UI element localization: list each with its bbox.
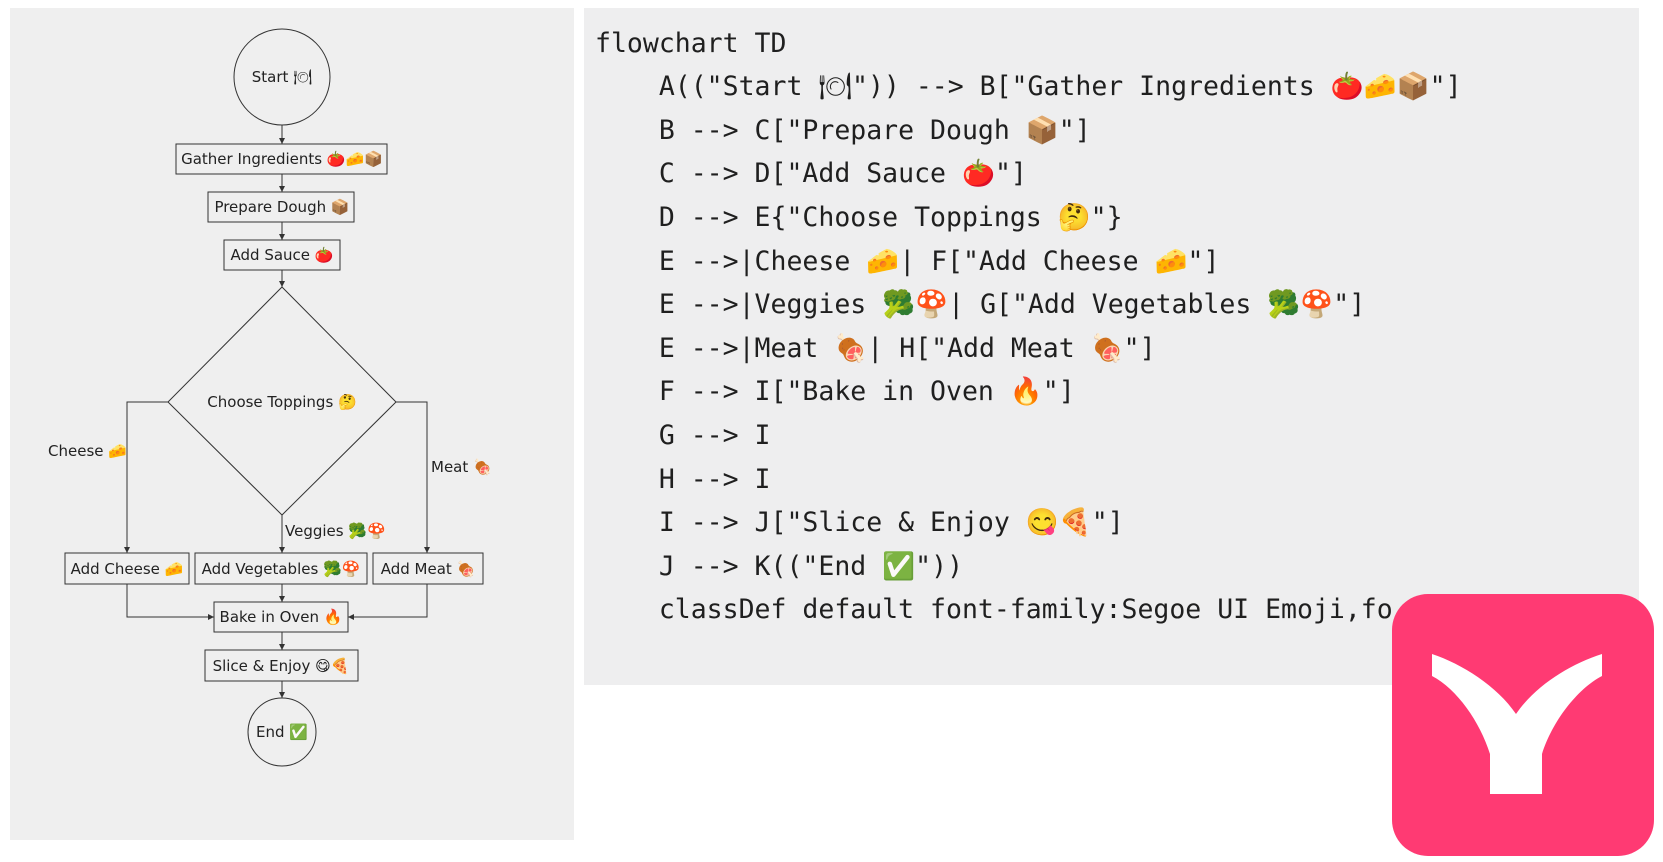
node-sauce-label: Add Sauce 🍅 — [231, 246, 334, 264]
node-bake-label: Bake in Oven 🔥 — [220, 608, 343, 626]
code-line: flowchart TD — [595, 28, 787, 59]
edge-label-cheese: Cheese 🧀 — [48, 442, 127, 460]
node-add-veg-shape — [194, 552, 368, 585]
node-start-shape — [233, 28, 331, 126]
node-choose-shape — [167, 286, 397, 516]
flowchart-diagram: Start 🍽 Gather Ingredients 🍅🧀📦 Prepare D… — [10, 8, 574, 840]
code-line: D --> E{"Choose Toppings 🤔"} — [595, 202, 1123, 233]
node-add-veg-label: Add Vegetables 🥦🍄 — [202, 559, 361, 578]
node-add-meat-label: Add Meat 🍖 — [381, 559, 476, 579]
code-line: C --> D["Add Sauce 🍅"] — [595, 158, 1027, 189]
edge-label-meat: Meat 🍖 — [431, 457, 492, 477]
edge-choose-cheese — [124, 401, 168, 553]
edge-label-veggies: Veggies 🥦🍄 — [285, 521, 386, 540]
node-add-cheese-label: Add Cheese 🧀 — [71, 560, 184, 578]
node-bake-shape — [213, 601, 349, 633]
node-gather-shape — [175, 143, 388, 175]
code-line: H --> I — [595, 464, 771, 495]
code-line: J --> K(("End ✅")) — [595, 551, 964, 582]
node-end-shape — [247, 697, 317, 767]
mermaid-code-editor[interactable]: flowchart TD A(("Start 🍽")) --> B["Gathe… — [584, 8, 1639, 685]
code-line: B --> C["Prepare Dough 📦"] — [595, 115, 1091, 146]
code-line: E -->|Cheese 🧀| F["Add Cheese 🧀"] — [595, 246, 1220, 277]
code-line: G --> I — [595, 420, 771, 451]
code-line: A(("Start 🍽")) --> B["Gather Ingredients… — [595, 71, 1462, 102]
node-dough-shape — [207, 191, 355, 223]
node-end-label: End ✅ — [256, 723, 308, 741]
node-gather-label: Gather Ingredients 🍅🧀📦 — [181, 150, 383, 168]
node-slice-label: Slice & Enjoy 😋🍕 — [213, 657, 350, 675]
code-line: E -->|Veggies 🥦🍄| G["Add Vegetables 🥦🍄"] — [595, 289, 1366, 320]
node-slice-shape — [204, 649, 359, 682]
code-line: classDef default font-family:Segoe UI Em… — [595, 594, 1393, 625]
node-choose-label: Choose Toppings 🤔 — [207, 393, 356, 411]
edge-meat-bake — [348, 584, 428, 620]
node-sauce-shape — [223, 239, 341, 271]
node-start-label: Start 🍽 — [252, 68, 312, 86]
edge-choose-meat — [396, 401, 430, 553]
node-add-meat-shape — [372, 552, 484, 585]
code-line: I --> J["Slice & Enjoy 😋🍕"] — [595, 507, 1124, 538]
node-dough-label: Prepare Dough 📦 — [214, 198, 349, 216]
edge-cheese-bake — [126, 584, 214, 620]
code-line: F --> I["Bake in Oven 🔥"] — [595, 376, 1075, 407]
node-add-cheese-shape — [64, 552, 190, 585]
app-logo-icon — [1392, 594, 1654, 856]
code-line: E -->|Meat 🍖| H["Add Meat 🍖"] — [595, 333, 1156, 364]
